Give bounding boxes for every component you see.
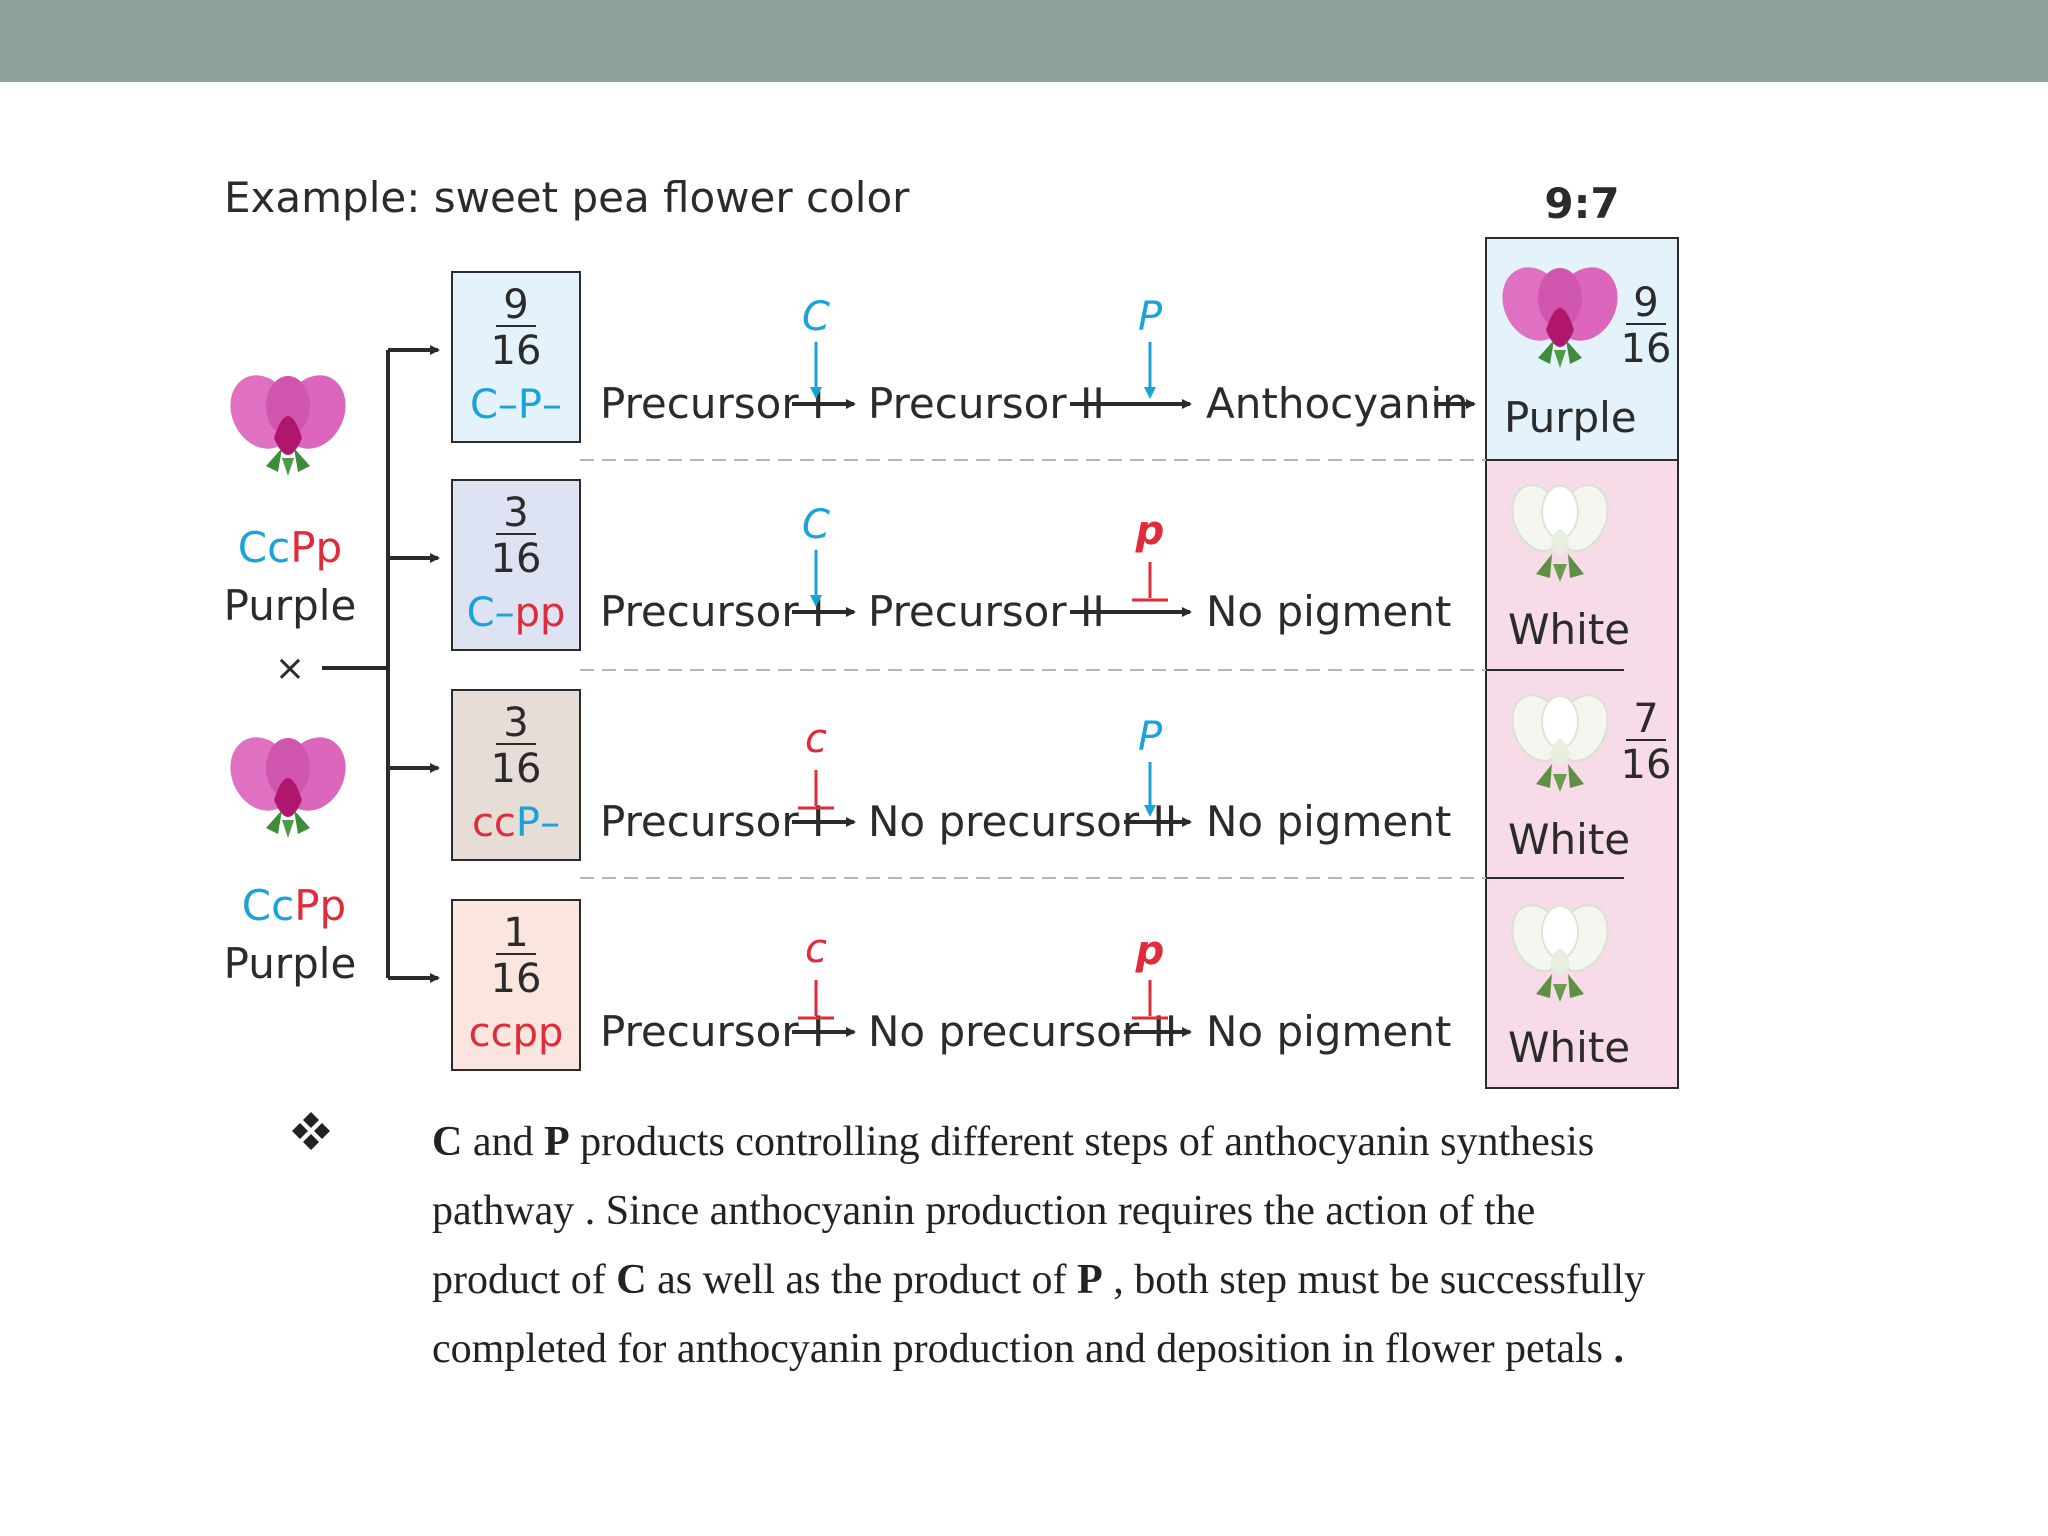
- phenotype-label: White: [1508, 1023, 1630, 1072]
- genotype-label: ccpp: [469, 1010, 564, 1056]
- result-fraction-denominator: 16: [1621, 742, 1672, 788]
- fraction-denominator: 16: [491, 956, 542, 1002]
- fraction-numerator: 3: [503, 700, 528, 746]
- end-label: No pigment: [1206, 797, 1451, 846]
- four-diamond-bullet-icon: [292, 1112, 330, 1150]
- paragraph-line-3: product of C as well as the product of P…: [432, 1257, 1646, 1303]
- result-fraction-numerator: 7: [1633, 696, 1658, 742]
- fraction-numerator: 1: [503, 910, 528, 956]
- result-fraction-purple: 9 16: [1621, 280, 1672, 372]
- result-fraction-denominator: 16: [1621, 326, 1672, 372]
- parent-2: CcPp Purple: [218, 726, 358, 988]
- genotype-box: [451, 271, 581, 443]
- result-fraction-white: 7 16: [1621, 696, 1672, 788]
- row-separators: [580, 459, 1486, 879]
- cross-symbol: ×: [275, 648, 305, 689]
- inhibition-bar: [798, 980, 834, 1020]
- sweet-pea-pathway-diagram: Example: sweet pea flower color 9:7 CcPp…: [218, 173, 1679, 1089]
- middle-label: Precursor II: [868, 379, 1105, 428]
- diagram-title: Example: sweet pea flower color: [224, 173, 910, 222]
- parent-1: CcPp Purple: [218, 364, 358, 630]
- genotype-box: [451, 479, 581, 651]
- start-label: Precursor I: [600, 587, 824, 636]
- gene-label: c: [805, 716, 827, 762]
- fraction-numerator: 9: [503, 282, 528, 328]
- gene-label: C: [802, 502, 830, 548]
- phenotype-label: White: [1508, 605, 1630, 654]
- result-fraction-numerator: 9: [1633, 280, 1658, 326]
- gene-label: C: [802, 294, 830, 340]
- parent-2-genotype: CcPp: [242, 881, 346, 930]
- row-4: 1 16 ccpp Precursor I c No precursor II …: [451, 896, 1630, 1072]
- gene-label: P: [1138, 294, 1163, 340]
- fraction-denominator: 16: [491, 328, 542, 374]
- row-2: 3 16 C–pp Precursor I C Precursor II p N…: [451, 476, 1630, 654]
- parent-1-phenotype: Purple: [224, 581, 357, 630]
- gene-label: p: [1135, 508, 1165, 554]
- middle-label: Precursor II: [868, 587, 1105, 636]
- genotype-box: [451, 689, 581, 861]
- inhibition-bar: [1132, 980, 1168, 1020]
- end-label: No pigment: [1206, 587, 1451, 636]
- inhibition-bar: [798, 770, 834, 810]
- fraction-numerator: 3: [503, 490, 528, 536]
- parent-2-phenotype: Purple: [224, 939, 357, 988]
- fraction-denominator: 16: [491, 746, 542, 792]
- white-result-box: [1485, 459, 1679, 1089]
- phenotype-label: Purple: [1504, 393, 1637, 442]
- paragraph-line-1: C and P products controlling different s…: [432, 1119, 1595, 1165]
- genotype-box: [451, 899, 581, 1071]
- cross-branch-connector: [322, 345, 440, 983]
- purple-flower-icon: [218, 726, 358, 838]
- start-label: Precursor I: [600, 797, 824, 846]
- gene-label: c: [805, 926, 827, 972]
- phenotype-label: White: [1508, 815, 1630, 864]
- start-label: Precursor I: [600, 1007, 824, 1056]
- gene-label: P: [1138, 714, 1163, 760]
- inhibition-bar: [1132, 562, 1168, 602]
- genotype-label: C–pp: [467, 590, 566, 636]
- fraction-denominator: 16: [491, 536, 542, 582]
- top-header-bar: [0, 0, 2048, 82]
- start-label: Precursor I: [600, 379, 824, 428]
- paragraph-line-4: completed for anthocyanin production and…: [432, 1326, 1625, 1372]
- gene-label: p: [1135, 928, 1165, 974]
- end-label: No pigment: [1206, 1007, 1451, 1056]
- ratio-label: 9:7: [1544, 179, 1619, 228]
- row-1: 9 16 C–P– Precursor I C Precursor II P A…: [451, 256, 1637, 443]
- explanation-paragraph: C and P products controlling different s…: [292, 1108, 1800, 1384]
- paragraph-line-2: pathway . Since anthocyanin production r…: [432, 1188, 1536, 1234]
- row-3: 3 16 ccP– Precursor I c No precursor II …: [451, 686, 1630, 864]
- genotype-label: C–P–: [470, 382, 562, 428]
- end-label: Anthocyanin: [1206, 379, 1469, 428]
- genotype-label: ccP–: [472, 800, 560, 846]
- parent-1-genotype: CcPp: [238, 523, 342, 572]
- purple-flower-icon: [218, 364, 358, 476]
